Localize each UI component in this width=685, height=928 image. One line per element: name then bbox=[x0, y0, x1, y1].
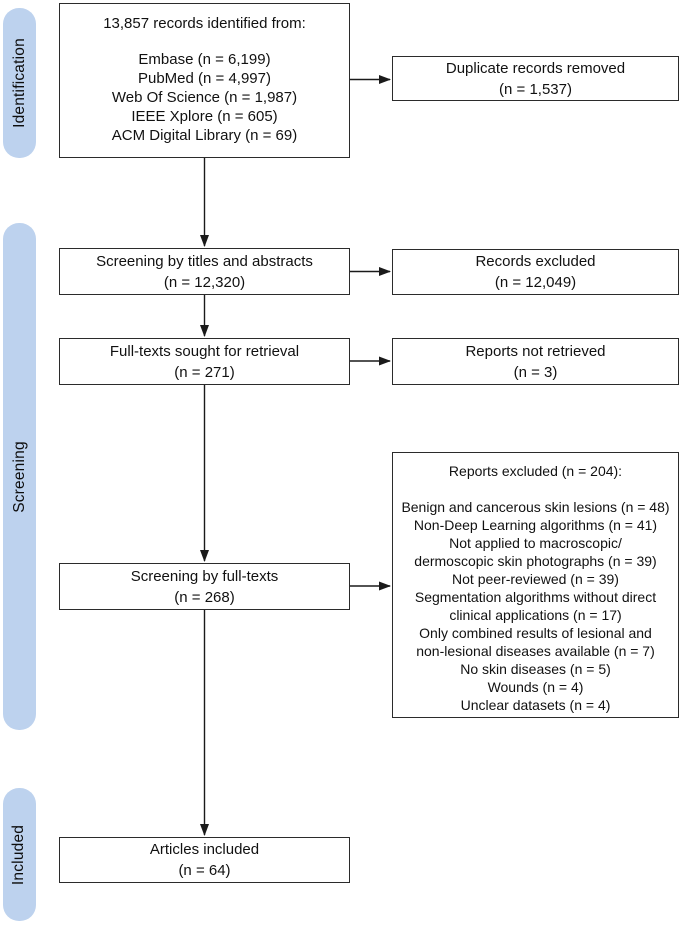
box-articles-included: Articles included (n = 64) bbox=[59, 837, 350, 883]
box-fulltexts-sought: Full-texts sought for retrieval (n = 271… bbox=[59, 338, 350, 385]
source-acm-digital-library: ACM Digital Library (n = 69) bbox=[111, 127, 298, 144]
blank-line bbox=[60, 33, 349, 50]
articles-included-count: (n = 64) bbox=[178, 862, 231, 879]
duplicates-removed-label: Duplicate records removed bbox=[445, 59, 626, 77]
box-reports-not-retrieved: Reports not retrieved (n = 3) bbox=[392, 338, 679, 385]
box-records-identified: 13,857 records identified from: Embase (… bbox=[59, 3, 350, 158]
stage-label-included: Included bbox=[10, 824, 28, 885]
records-identified-title: 13,857 records identified from: bbox=[103, 15, 306, 32]
reports-not-retrieved-label: Reports not retrieved bbox=[465, 342, 606, 360]
source-embase: Embase (n = 6,199) bbox=[138, 51, 271, 68]
reason-unclear-datasets: Unclear datasets (n = 4) bbox=[460, 697, 611, 713]
box-screening-titles-abstracts: Screening by titles and abstracts (n = 1… bbox=[59, 248, 350, 295]
source-pubmed: PubMed (n = 4,997) bbox=[137, 70, 271, 87]
box-records-excluded: Records excluded (n = 12,049) bbox=[392, 249, 679, 295]
reason-wounds: Wounds (n = 4) bbox=[487, 679, 584, 695]
box-screening-fulltexts: Screening by full-texts (n = 268) bbox=[59, 563, 350, 610]
reports-excluded-title: Reports excluded (n = 204): bbox=[448, 463, 623, 479]
reason-not-applied-line2: dermoscopic skin photographs (n = 39) bbox=[414, 553, 657, 569]
articles-included-label: Articles included bbox=[149, 841, 260, 858]
stage-band-screening: Screening bbox=[3, 223, 36, 730]
reason-combined-results-line2: non-lesional diseases available (n = 7) bbox=[416, 643, 655, 659]
records-excluded-label: Records excluded bbox=[475, 253, 596, 270]
reason-not-peer-reviewed: Not peer-reviewed (n = 39) bbox=[452, 571, 619, 587]
stage-label-screening: Screening bbox=[10, 440, 28, 513]
reason-no-skin-diseases: No skin diseases (n = 5) bbox=[460, 661, 611, 677]
duplicates-removed-count: (n = 1,537) bbox=[499, 80, 572, 98]
box-duplicate-records-removed: Duplicate records removed (n = 1,537) bbox=[392, 56, 679, 101]
reason-segmentation-line1: Segmentation algorithms without direct bbox=[414, 589, 657, 605]
stage-band-identification: Identification bbox=[3, 8, 36, 158]
records-excluded-count: (n = 12,049) bbox=[494, 274, 577, 291]
stage-label-identification: Identification bbox=[10, 38, 28, 128]
box-reports-excluded: Reports excluded (n = 204): Benign and c… bbox=[392, 452, 679, 718]
fulltexts-sought-count: (n = 271) bbox=[174, 363, 235, 381]
screening-titles-label: Screening by titles and abstracts bbox=[96, 252, 313, 270]
source-ieee-xplore: IEEE Xplore (n = 605) bbox=[131, 108, 278, 125]
reason-non-deep-learning: Non-Deep Learning algorithms (n = 41) bbox=[413, 517, 658, 533]
reason-not-applied-line1: Not applied to macroscopic/ bbox=[449, 535, 622, 551]
stage-band-included: Included bbox=[3, 788, 36, 921]
source-web-of-science: Web Of Science (n = 1,987) bbox=[111, 89, 298, 106]
screening-fulltexts-label: Screening by full-texts bbox=[130, 567, 279, 585]
reports-not-retrieved-count: (n = 3) bbox=[513, 363, 558, 381]
fulltexts-sought-label: Full-texts sought for retrieval bbox=[109, 342, 300, 360]
reason-combined-results-line1: Only combined results of lesional and bbox=[419, 625, 652, 641]
blank-line bbox=[393, 480, 678, 498]
reason-segmentation-line2: clinical applications (n = 17) bbox=[449, 607, 622, 623]
screening-fulltexts-count: (n = 268) bbox=[174, 588, 235, 606]
screening-titles-count: (n = 12,320) bbox=[163, 273, 246, 291]
reason-benign-cancerous: Benign and cancerous skin lesions (n = 4… bbox=[401, 499, 670, 515]
